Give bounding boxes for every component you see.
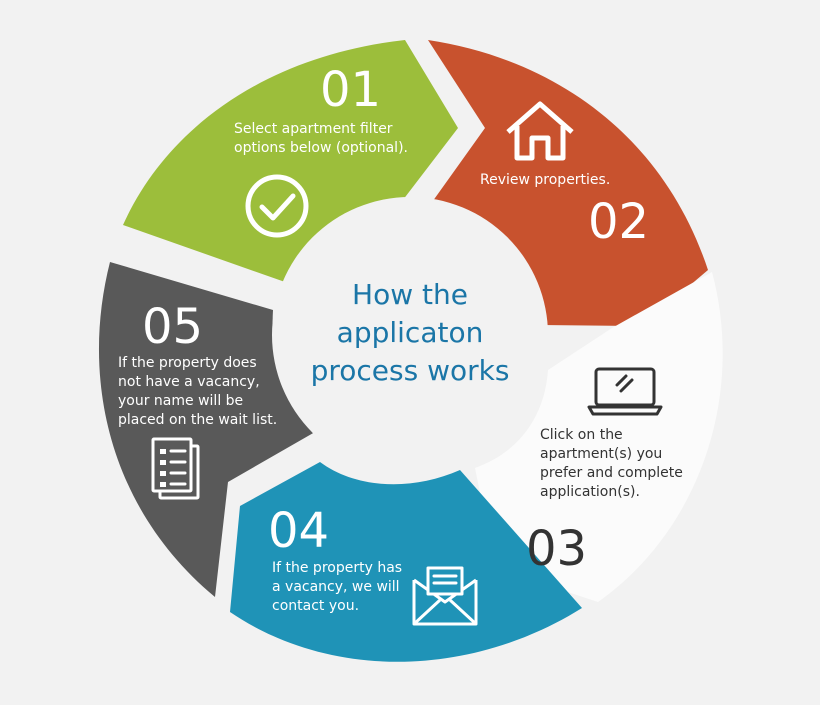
step-3-number: 03 <box>526 521 587 577</box>
step-5-text: If the property does not have a vacancy,… <box>118 355 278 428</box>
center-title: How the applicaton process works <box>310 278 510 387</box>
house-icon <box>506 101 574 161</box>
checklist-document-icon <box>151 437 200 500</box>
step-4-number: 04 <box>268 503 329 559</box>
center-circle <box>272 197 548 473</box>
step-5-number: 05 <box>142 299 203 355</box>
step-1-text: Select apartment filter options below (o… <box>234 121 408 156</box>
step-4-text: If the property has a vacancy, we will c… <box>272 560 403 614</box>
step-4-segment <box>230 462 582 662</box>
step-1-number: 01 <box>320 62 381 118</box>
checkmark-circle-icon <box>245 174 309 238</box>
laptop-icon <box>587 367 663 416</box>
step-3-segment <box>475 272 723 602</box>
step-3-text: Click on the apartment(s) you prefer and… <box>540 427 683 500</box>
step-5-segment <box>98 262 315 597</box>
step-2-number: 02 <box>588 194 649 250</box>
envelope-icon <box>412 566 478 626</box>
step-2-text: Review properties. <box>480 172 611 188</box>
